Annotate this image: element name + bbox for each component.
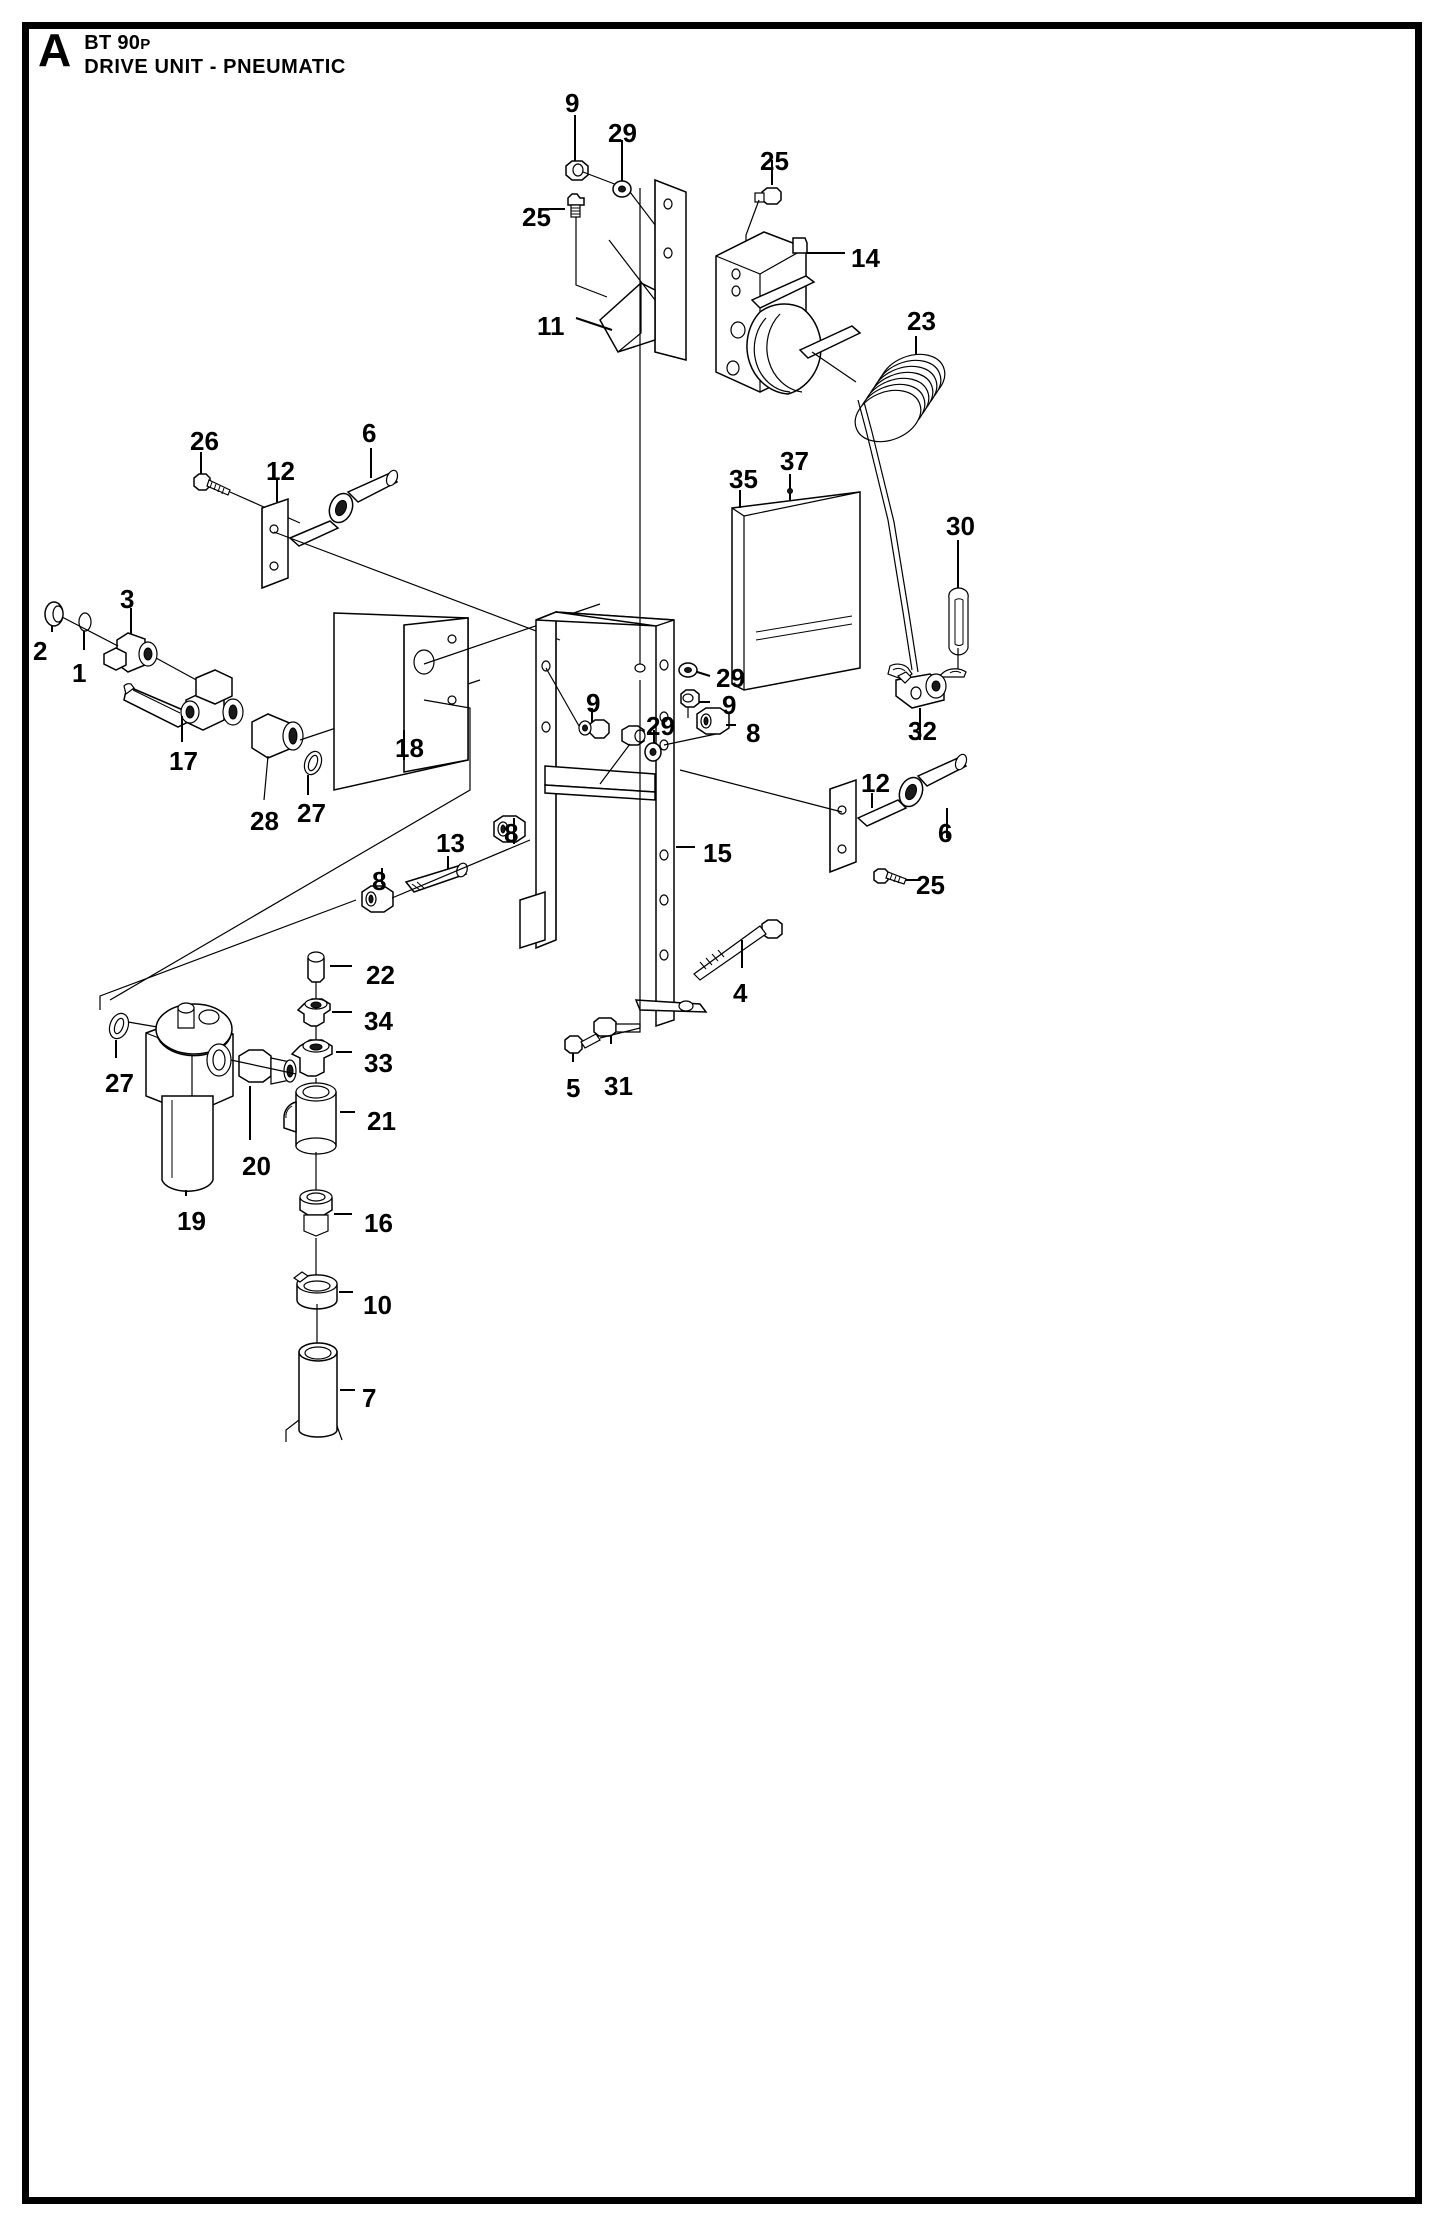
callout-pin: 22 <box>366 960 395 990</box>
callout-flat-bracket-right: 12 <box>861 768 890 798</box>
callout-bolt-frame-left: 9 <box>586 688 601 718</box>
callout-screw-lower-right: 25 <box>916 870 945 900</box>
page-border-frame <box>22 22 1422 2204</box>
callout-spacer-tube: 13 <box>436 828 465 858</box>
callout-union-fitting: 20 <box>242 1151 271 1181</box>
callout-hose-end: 7 <box>362 1383 377 1413</box>
callout-elbow-body: 21 <box>367 1106 396 1136</box>
callout-washer-frame-right: 29 <box>716 663 745 693</box>
callout-main-frame: 15 <box>703 838 732 868</box>
title-block: BT 90P DRIVE UNIT - PNEUMATIC <box>84 30 346 79</box>
callout-bolt-top: 9 <box>565 88 580 118</box>
callout-washer-top: 29 <box>608 118 637 148</box>
callout-filter-lubricator: 19 <box>177 1206 206 1236</box>
callout-seal-disc: 1 <box>72 658 87 688</box>
callout-handle-tube-right: 6 <box>938 818 953 848</box>
callout-bolt-frame-right: 9 <box>722 690 737 720</box>
callout-hex-nut-lower: 8 <box>372 866 387 896</box>
model-name: BT 90P <box>84 33 346 55</box>
callout-cable-clamp: 32 <box>908 716 937 746</box>
callout-clamp-ring: 10 <box>363 1290 392 1320</box>
callout-adapter-fitting: 28 <box>250 806 279 836</box>
page-title: DRIVE UNIT - PNEUMATIC <box>84 56 346 78</box>
callout-hex-nut-upper: 8 <box>504 818 519 848</box>
callout-bushing: 2 <box>33 636 48 666</box>
callout-long-bolt: 4 <box>733 978 748 1008</box>
callout-nut-small: 34 <box>364 1006 393 1036</box>
callout-flat-bracket-left: 12 <box>266 456 295 486</box>
callout-screw-upper-right: 25 <box>760 146 789 176</box>
model-suffix: P <box>140 36 151 53</box>
callout-threaded-bushing: 33 <box>364 1048 393 1078</box>
callout-o-ring-lower: 27 <box>105 1068 134 1098</box>
callout-mount-bracket: 11 <box>537 311 565 341</box>
callout-cover-plate: 35 <box>729 464 758 494</box>
callout-hex-nut-frame: 8 <box>746 718 761 748</box>
callout-valve-body: 3 <box>120 584 135 614</box>
callout-label-decal: 37 <box>780 446 809 476</box>
callout-o-ring-upper: 27 <box>297 798 326 828</box>
callout-bolt-bracket: 26 <box>190 426 219 456</box>
callout-valve-lever: 17 <box>169 746 198 776</box>
callout-hose-connector: 31 <box>604 1071 633 1101</box>
callout-screw-upper-left: 25 <box>522 202 551 232</box>
callout-handle-tube-left: 6 <box>362 418 377 448</box>
callout-hose-fitting: 16 <box>364 1208 393 1238</box>
model-base: BT 90 <box>84 32 141 54</box>
callout-snap-hook: 30 <box>946 511 975 541</box>
callout-pulley-housing: 14 <box>851 243 880 273</box>
callout-mount-plate: 18 <box>395 733 424 763</box>
callout-coiled-hose: 23 <box>907 306 936 336</box>
section-letter: A <box>38 24 71 76</box>
callout-washer-frame-left: 29 <box>646 711 675 741</box>
page-header: A BT 90P DRIVE UNIT - PNEUMATIC <box>38 24 346 79</box>
callout-nipple-fitting: 5 <box>566 1073 581 1103</box>
